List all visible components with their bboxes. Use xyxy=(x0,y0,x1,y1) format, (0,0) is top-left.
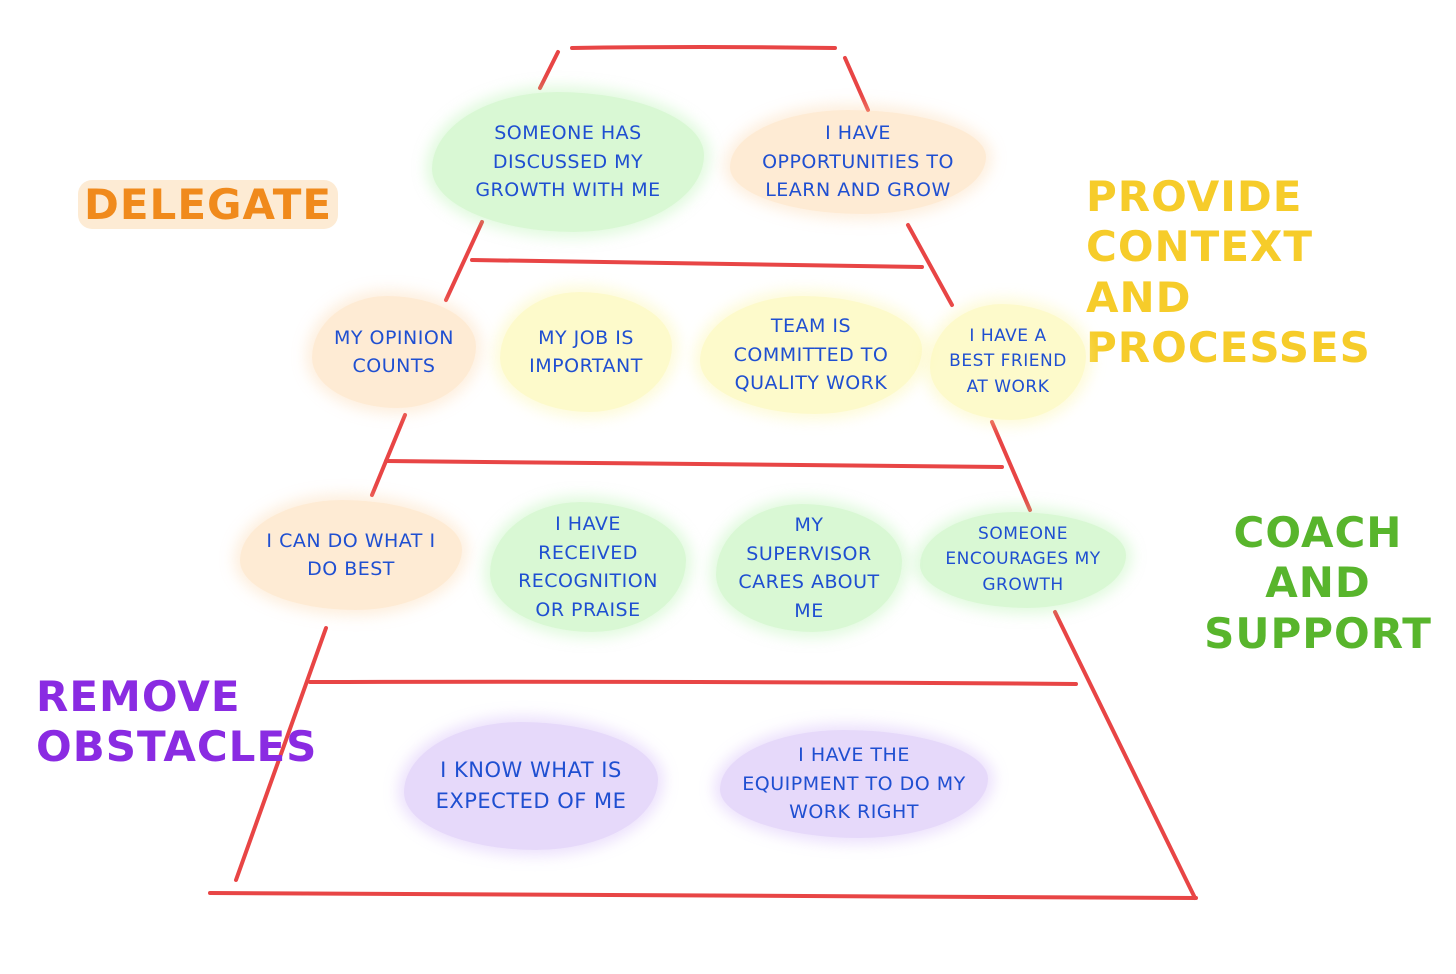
note-text: MY OPINION COUNTS xyxy=(333,326,455,378)
label-coach-line1: COACH AND xyxy=(1233,508,1403,608)
note-text: I KNOW WHAT IS EXPECTED OF ME xyxy=(435,757,627,814)
label-provide-context: PROVIDE CONTEXT AND PROCESSES xyxy=(1086,172,1456,374)
label-context-line2: AND PROCESSES xyxy=(1086,272,1371,373)
note-know-expected: I KNOW WHAT IS EXPECTED OF ME xyxy=(404,722,658,850)
note-do-what-best: I CAN DO WHAT I DO BEST xyxy=(240,500,462,610)
note-text: TEAM IS COMMITTED TO QUALITY WORK xyxy=(733,315,889,395)
label-remove-obstacles: REMOVE OBSTACLES xyxy=(36,672,317,773)
note-recognition-praise: I HAVE RECEIVED RECOGNITION OR PRAISE xyxy=(490,502,686,632)
label-remove-line2: OBSTACLES xyxy=(36,722,318,772)
note-text: I CAN DO WHAT I DO BEST xyxy=(266,529,436,581)
pyramid-top-edge xyxy=(570,45,837,50)
tier-divider-3 xyxy=(308,679,1078,686)
label-delegate: DELEGATE xyxy=(78,180,339,230)
note-team-committed: TEAM IS COMMITTED TO QUALITY WORK xyxy=(700,296,922,414)
note-discussed-growth: SOMEONE HAS DISCUSSED MY GROWTH WITH ME xyxy=(432,92,704,232)
note-opinion-counts: MY OPINION COUNTS xyxy=(312,296,476,408)
note-text: I HAVE OPPORTUNITIES TO LEARN AND GROW xyxy=(762,122,954,202)
pyramid-right-edge xyxy=(843,56,1197,900)
note-supervisor-cares: MY SUPERVISOR CARES ABOUT ME xyxy=(716,504,902,632)
label-delegate-text: DELEGATE xyxy=(78,180,339,229)
label-context-line1: PROVIDE CONTEXT xyxy=(1086,172,1314,272)
pyramid-left-edge xyxy=(234,50,560,882)
note-job-important: MY JOB IS IMPORTANT xyxy=(500,292,672,412)
tier-divider-1 xyxy=(470,258,924,269)
note-have-equipment: I HAVE THE EQUIPMENT TO DO MY WORK RIGHT xyxy=(720,730,988,838)
note-encourages-growth: SOMEONE ENCOURAGES MY GROWTH xyxy=(920,512,1126,608)
note-text: I HAVE RECEIVED RECOGNITION OR PRAISE xyxy=(518,513,658,621)
note-text: SOMEONE ENCOURAGES MY GROWTH xyxy=(945,523,1101,595)
note-text: I HAVE THE EQUIPMENT TO DO MY WORK RIGHT xyxy=(742,744,966,824)
label-coach-line2: SUPPORT xyxy=(1204,608,1432,658)
tier-divider-2 xyxy=(384,459,1004,469)
note-text: SOMEONE HAS DISCUSSED MY GROWTH WITH ME xyxy=(475,122,661,202)
label-coach-support: COACH AND SUPPORT xyxy=(1180,508,1456,659)
note-text: I HAVE A BEST FRIEND AT WORK xyxy=(949,325,1067,397)
note-text: MY JOB IS IMPORTANT xyxy=(529,326,643,378)
note-text: MY SUPERVISOR CARES ABOUT ME xyxy=(738,514,880,622)
note-opportunities-learn: I HAVE OPPORTUNITIES TO LEARN AND GROW xyxy=(730,110,986,214)
label-remove-line1: REMOVE xyxy=(36,672,241,721)
note-best-friend: I HAVE A BEST FRIEND AT WORK xyxy=(930,304,1086,420)
pyramid-base xyxy=(208,891,1198,900)
